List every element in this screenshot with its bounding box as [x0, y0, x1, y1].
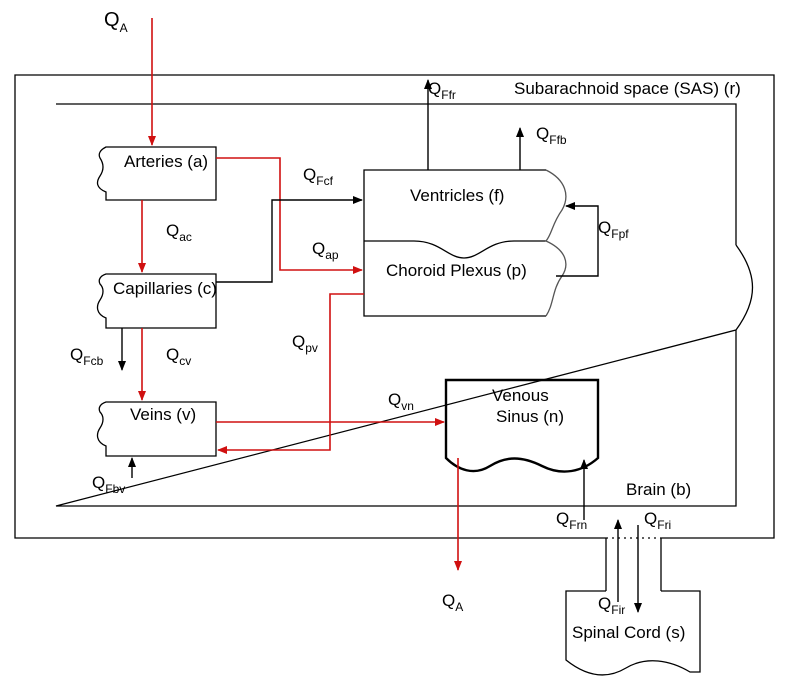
qac-label: Qac: [166, 221, 192, 244]
qfcb-label: QFcb: [70, 345, 104, 368]
brain-compartment: Brain (b): [55, 103, 754, 507]
choroid-plexus-compartment: Choroid Plexus (p): [386, 261, 527, 280]
ventricles-label: Ventricles (f): [410, 186, 504, 205]
blood-flow-arrows: [138, 18, 462, 571]
qffr-label: QFfr: [428, 79, 456, 102]
spinal-cord-compartment: Spinal Cord (s): [565, 537, 701, 676]
spinal-cord-label: Spinal Cord (s): [572, 623, 685, 642]
capillaries-label: Capillaries (c): [113, 279, 217, 298]
qap-label: Qap: [312, 239, 339, 262]
qfrn-label: QFrn: [556, 509, 587, 532]
qffb-label: QFfb: [536, 124, 567, 147]
venous-sinus-label-line2: Sinus (n): [496, 407, 564, 426]
veins-label: Veins (v): [130, 405, 196, 424]
sas-label: Subarachnoid space (SAS) (r): [514, 79, 741, 98]
qcv-label: Qcv: [166, 345, 191, 368]
venous-sinus-compartment: Venous Sinus (n): [444, 378, 600, 473]
qfri-label: QFri: [644, 509, 671, 532]
qfpf-arrow: [556, 202, 599, 277]
qpv-arrow: [217, 293, 364, 454]
qfcf-arrow: [216, 196, 363, 283]
qfcf-label: QFcf: [303, 165, 334, 188]
qfir-label: QFir: [598, 594, 625, 617]
capillaries-compartment: Capillaries (c): [96, 273, 217, 329]
veins-compartment: Veins (v): [96, 401, 217, 457]
qpv-label: Qpv: [292, 332, 318, 355]
ventricles-compartment: Ventricles (f): [363, 169, 567, 317]
brain-label: Brain (b): [626, 480, 691, 499]
qfbv-label: QFbv: [92, 473, 125, 496]
qa-out-label: QA: [442, 591, 463, 614]
arteries-label: Arteries (a): [124, 152, 208, 171]
qa-in-label: QA: [104, 9, 128, 35]
choroid-plexus-label: Choroid Plexus (p): [386, 261, 527, 280]
qvn-label: Qvn: [388, 390, 414, 413]
flow-labels: QA QFfr QFfb QFcf QFpf Qac Qap QFcb Qcv …: [70, 9, 671, 617]
qfpf-label: QFpf: [598, 218, 629, 241]
arteries-compartment: Arteries (a): [96, 146, 217, 201]
venous-sinus-label-line1: Venous: [492, 386, 549, 405]
qap-arrow: [216, 157, 363, 274]
csf-flow-arrows: [118, 79, 642, 613]
sas-compartment: Subarachnoid space (SAS) (r): [14, 74, 775, 539]
